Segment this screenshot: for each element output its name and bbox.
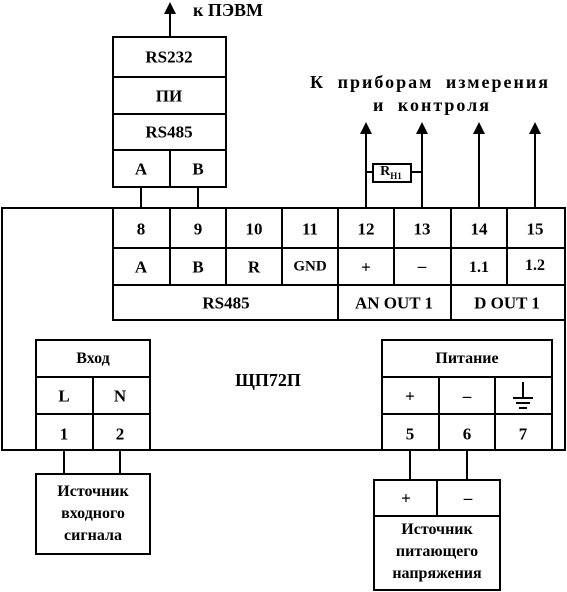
input-pin1: 1	[59, 424, 69, 444]
device-name: ЩП72П	[235, 370, 301, 390]
group-rs485: RS485	[202, 293, 250, 313]
signal-source-box	[35, 473, 151, 555]
power-plus: +	[405, 386, 415, 406]
terminal-num-13: 13	[413, 219, 431, 239]
terminal-sig-a: A	[134, 257, 148, 277]
power-pin7: 7	[518, 424, 528, 444]
signal-source-label: Источник входного сигнала	[57, 483, 129, 544]
supply-minus: –	[463, 488, 473, 508]
terminal-sig-1-2: 1.2	[525, 257, 545, 274]
input-title: Вход	[76, 350, 110, 367]
converter-pin-a: A	[134, 159, 148, 179]
terminal-num-12: 12	[357, 219, 375, 239]
terminal-num-15: 15	[526, 219, 544, 239]
converter-pi: ПИ	[155, 86, 183, 106]
terminal-num-10: 10	[245, 219, 263, 239]
ground-icon	[513, 382, 533, 409]
group-an-out: AN OUT 1	[354, 293, 434, 313]
terminal-num-11: 11	[301, 219, 319, 239]
supply-source-label: Источник питающего напряжения	[392, 521, 482, 582]
terminal-sig-gnd: GND	[293, 258, 327, 275]
power-pin5: 5	[405, 424, 415, 444]
converter-rs485: RS485	[145, 122, 193, 142]
converter-pin-b: B	[192, 159, 204, 179]
pc-label: к ПЭВМ	[192, 0, 264, 20]
instruments-label-line1: К приборам измерения	[310, 72, 550, 92]
supply-plus: +	[401, 488, 411, 508]
power-pin6: 6	[462, 424, 472, 444]
terminal-num-9: 9	[193, 219, 203, 239]
input-l: L	[58, 386, 70, 406]
terminal-sig-plus: +	[361, 257, 371, 277]
resistor-rh1	[372, 163, 412, 183]
input-pin2: 2	[115, 424, 125, 444]
input-n: N	[113, 386, 127, 406]
group-d-out: D OUT 1	[474, 293, 540, 313]
terminal-sig-r: R	[247, 257, 261, 277]
power-minus: –	[462, 386, 472, 406]
terminal-num-14: 14	[470, 219, 488, 239]
terminal-num-8: 8	[136, 219, 146, 239]
resistor-label: RH1	[380, 164, 402, 181]
instruments-label-line2: и контроля	[372, 95, 492, 115]
terminal-sig-minus: –	[417, 256, 427, 276]
converter-rs232: RS232	[145, 47, 193, 67]
power-title: Питание	[435, 350, 499, 367]
terminal-sig-b: B	[192, 257, 204, 277]
terminal-sig-1-1: 1.1	[469, 259, 489, 276]
